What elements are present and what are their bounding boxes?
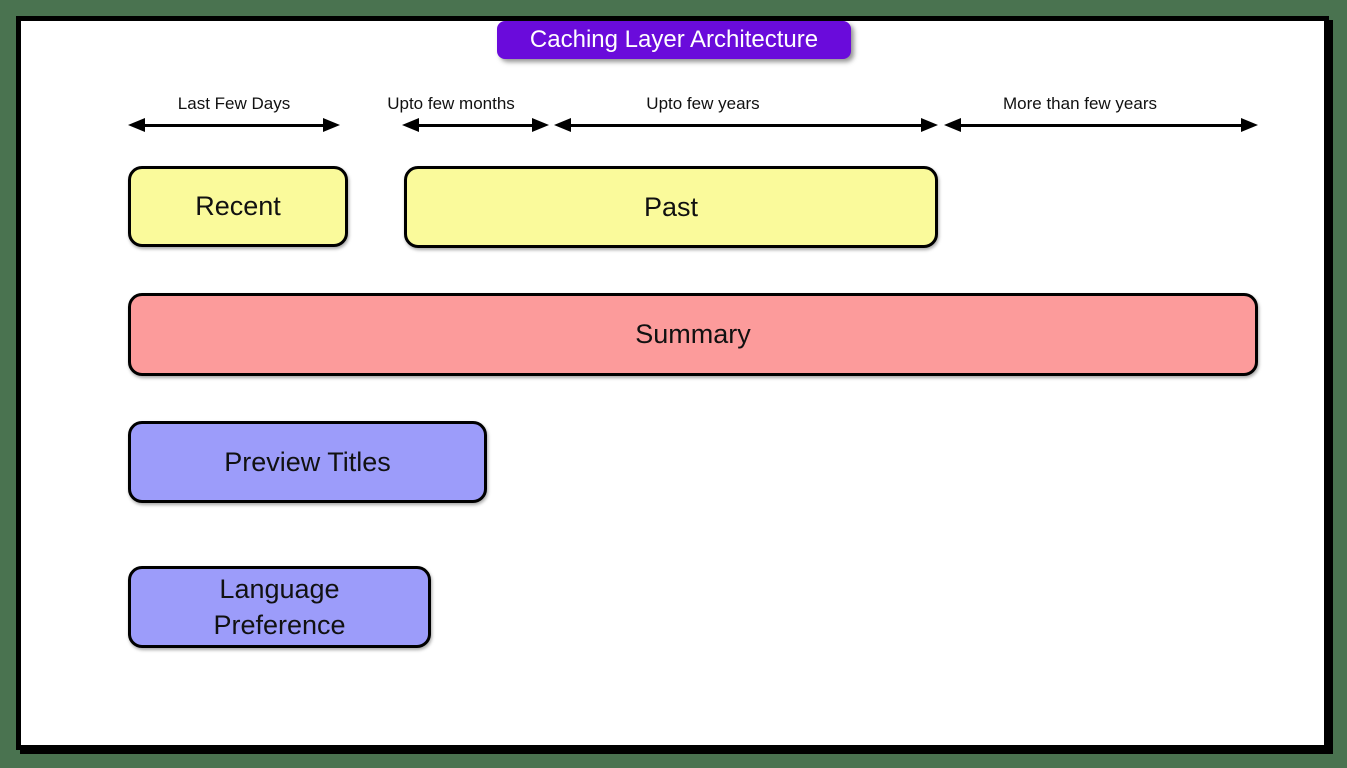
node-preview-titles: Preview Titles [128, 421, 487, 503]
arrow-line [145, 123, 323, 127]
timeline-arrow-upto-few-months [402, 118, 549, 132]
arrowhead-right-icon [921, 118, 938, 132]
arrow-line [571, 123, 921, 127]
diagram-title-banner: Caching Layer Architecture [497, 21, 851, 59]
node-past-label: Past [643, 191, 699, 222]
arrowhead-right-icon [532, 118, 549, 132]
arrowhead-right-icon [323, 118, 340, 132]
node-language-preference: Language Preference [128, 566, 431, 648]
timeline-label-more-than-few-years: More than few years [1002, 94, 1158, 113]
arrow-line [419, 123, 532, 127]
node-language-preference-label: Language Preference [213, 573, 346, 640]
node-summary: Summary [128, 293, 1258, 376]
timeline-arrow-more-than-few-years [944, 118, 1258, 132]
arrowhead-right-icon [1241, 118, 1258, 132]
arrowhead-left-icon [554, 118, 571, 132]
timeline-label-last-few-days: Last Few Days [177, 94, 291, 113]
timeline-label-upto-few-months: Upto few months [387, 94, 515, 113]
node-recent-label: Recent [195, 191, 281, 222]
timeline-label-upto-few-years: Upto few years [646, 94, 760, 113]
arrow-line [961, 123, 1241, 127]
arrowhead-left-icon [402, 118, 419, 132]
node-past: Past [404, 166, 938, 248]
arrowhead-left-icon [944, 118, 961, 132]
node-recent: Recent [128, 166, 348, 247]
timeline-arrow-last-few-days [128, 118, 340, 132]
arrowhead-left-icon [128, 118, 145, 132]
node-summary-label: Summary [635, 319, 751, 350]
diagram-title: Caching Layer Architecture [529, 26, 819, 53]
timeline-arrow-upto-few-years [554, 118, 938, 132]
node-preview-titles-label: Preview Titles [224, 446, 391, 477]
